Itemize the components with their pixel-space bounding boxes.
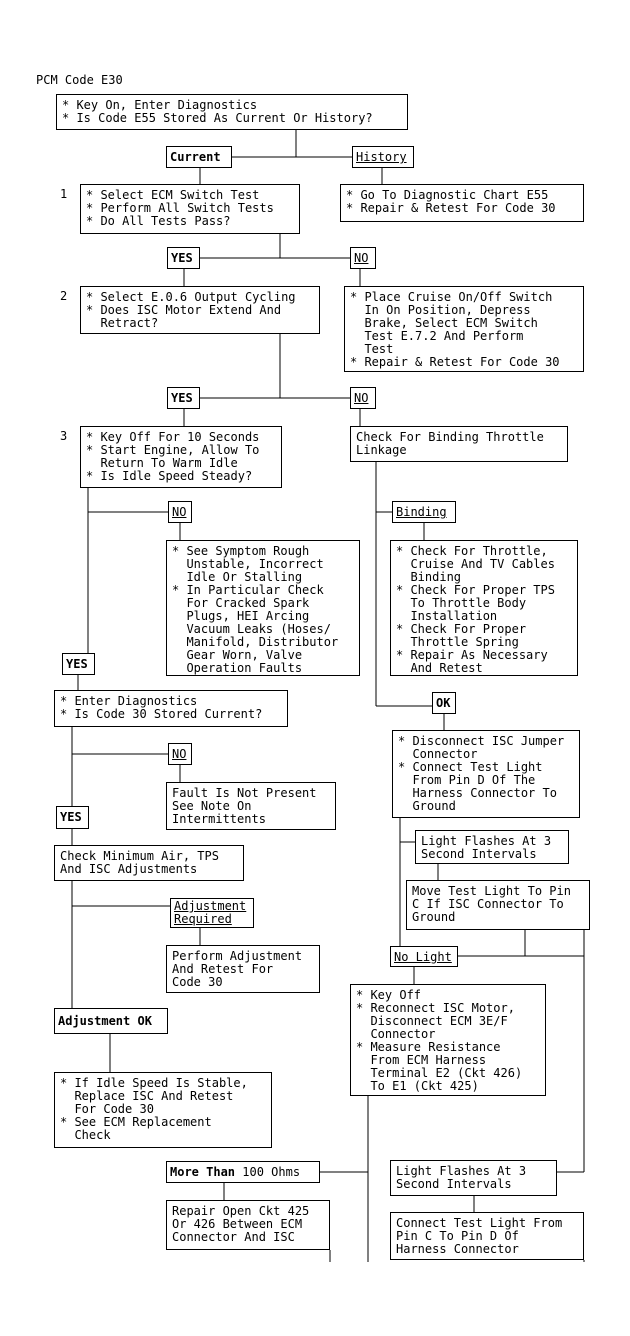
no-label-3: NO [168,501,192,523]
history-action-box: * Go To Diagnostic Chart E55 * Repair & … [340,184,584,222]
no-label-4: NO [168,743,192,765]
step3-box: * Key Off For 10 Seconds * Start Engine,… [80,426,282,488]
connect-test-light-box: Connect Test Light From Pin C To Pin D O… [390,1212,584,1260]
repair-open-box: Repair Open Ckt 425 Or 426 Between ECM C… [166,1200,330,1250]
more-than-label: More Than 100 Ohms [166,1161,320,1183]
yes-label-2: YES [167,387,200,409]
no-label-1: NO [350,247,376,269]
symptom-box: * See Symptom Rough Unstable, Incorrect … [166,540,360,676]
start-box: * Key On, Enter Diagnostics * Is Code E5… [56,94,408,130]
adjustment-ok-label: Adjustment OK [54,1008,168,1034]
step2-box: * Select E.0.6 Output Cycling * Does ISC… [80,286,320,334]
yes-label-3: YES [62,653,95,675]
history-label: History [352,146,414,168]
adjustment-required-label: Adjustment Required [170,898,254,928]
binding-fix-box: * Check For Throttle, Cruise And TV Cabl… [390,540,578,676]
switch-fix-box: * Place Cruise On/Off Switch In On Posit… [344,286,584,372]
check-min-air-box: Check Minimum Air, TPS And ISC Adjustmen… [54,845,244,881]
move-test-light-box: Move Test Light To Pin C If ISC Connecto… [406,880,590,930]
binding-label: Binding [392,501,456,523]
fault-not-present-box: Fault Is Not Present See Note On Intermi… [166,782,336,830]
yes-label-4: YES [56,806,89,829]
light-flashes-box-2: Light Flashes At 3 Second Intervals [390,1160,557,1196]
enter-diag-box: * Enter Diagnostics * Is Code 30 Stored … [54,690,288,727]
perform-adjustment-box: Perform Adjustment And Retest For Code 3… [166,945,320,993]
step-2-number: 2 [60,289,68,303]
key-off-box: * Key Off * Reconnect ISC Motor, Disconn… [350,984,546,1096]
no-label-2: NO [350,387,376,409]
replace-isc-box: * If Idle Speed Is Stable, Replace ISC A… [54,1072,272,1148]
disconnect-isc-box: * Disconnect ISC Jumper Connector * Conn… [392,730,580,818]
step-3-number: 3 [60,429,68,443]
check-binding-box: Check For Binding Throttle Linkage [350,426,568,462]
chart-title: PCM Code E30 [36,73,123,87]
ok-label: OK [432,692,456,714]
no-light-label: No Light [390,946,458,967]
light-flashes-box-1: Light Flashes At 3 Second Intervals [415,830,569,864]
step-1-number: 1 [60,187,68,201]
current-label: Current [166,146,232,168]
step1-box: * Select ECM Switch Test * Perform All S… [80,184,300,234]
yes-label-1: YES [167,247,200,269]
